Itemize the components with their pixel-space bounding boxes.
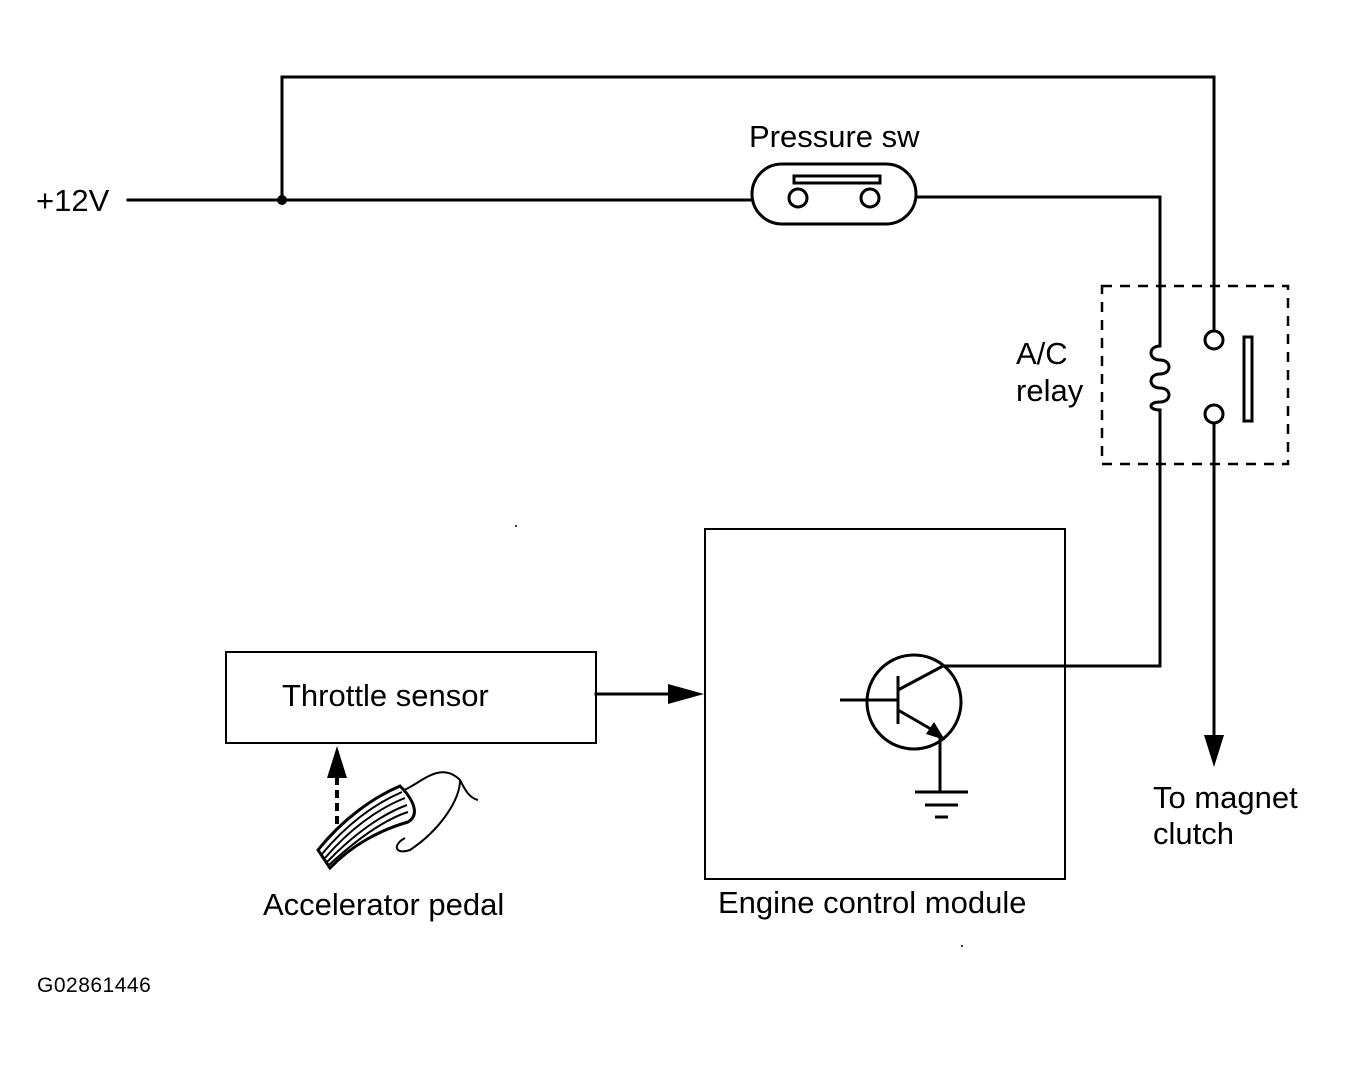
relay-contact-feed-wire [280, 75, 1216, 332]
ecm-box [704, 528, 1066, 880]
transistor-symbol [840, 653, 968, 819]
coil-wire [914, 195, 1162, 348]
transistor-emitter-arrowhead [926, 722, 945, 740]
relay-label-line1: A/C [1016, 336, 1068, 371]
relay-box [1100, 284, 1290, 466]
coil-to-ecm-wire [941, 408, 1162, 668]
figure-id: G02861446 [37, 974, 152, 997]
pedal-linkage-arrowhead [327, 746, 347, 778]
relay-label-line2: relay [1016, 373, 1084, 408]
pressure-switch-symbol [750, 162, 918, 226]
relay-contacts [1203, 329, 1254, 425]
throttle-sensor-label: Throttle sensor [282, 678, 489, 713]
accelerator-pedal-label: Accelerator pedal [263, 887, 505, 922]
throttle-sensor-box [225, 651, 597, 744]
scan-speck [961, 945, 963, 947]
magnet-clutch-label-line1: To magnet [1153, 780, 1298, 815]
pressure-switch-label: Pressure sw [749, 119, 920, 154]
relay-coil [1149, 344, 1171, 412]
throttle-signal-arrowhead [668, 684, 704, 704]
magnet-clutch-arrowhead [1204, 735, 1224, 767]
magnet-clutch-label-line2: clutch [1153, 816, 1234, 851]
scan-speck [515, 525, 517, 527]
junction-dot [277, 195, 287, 205]
supply-label: +12V [36, 183, 110, 218]
accelerator-pedal-icon [316, 771, 479, 871]
engine-control-module-label: Engine control module [718, 885, 1027, 920]
